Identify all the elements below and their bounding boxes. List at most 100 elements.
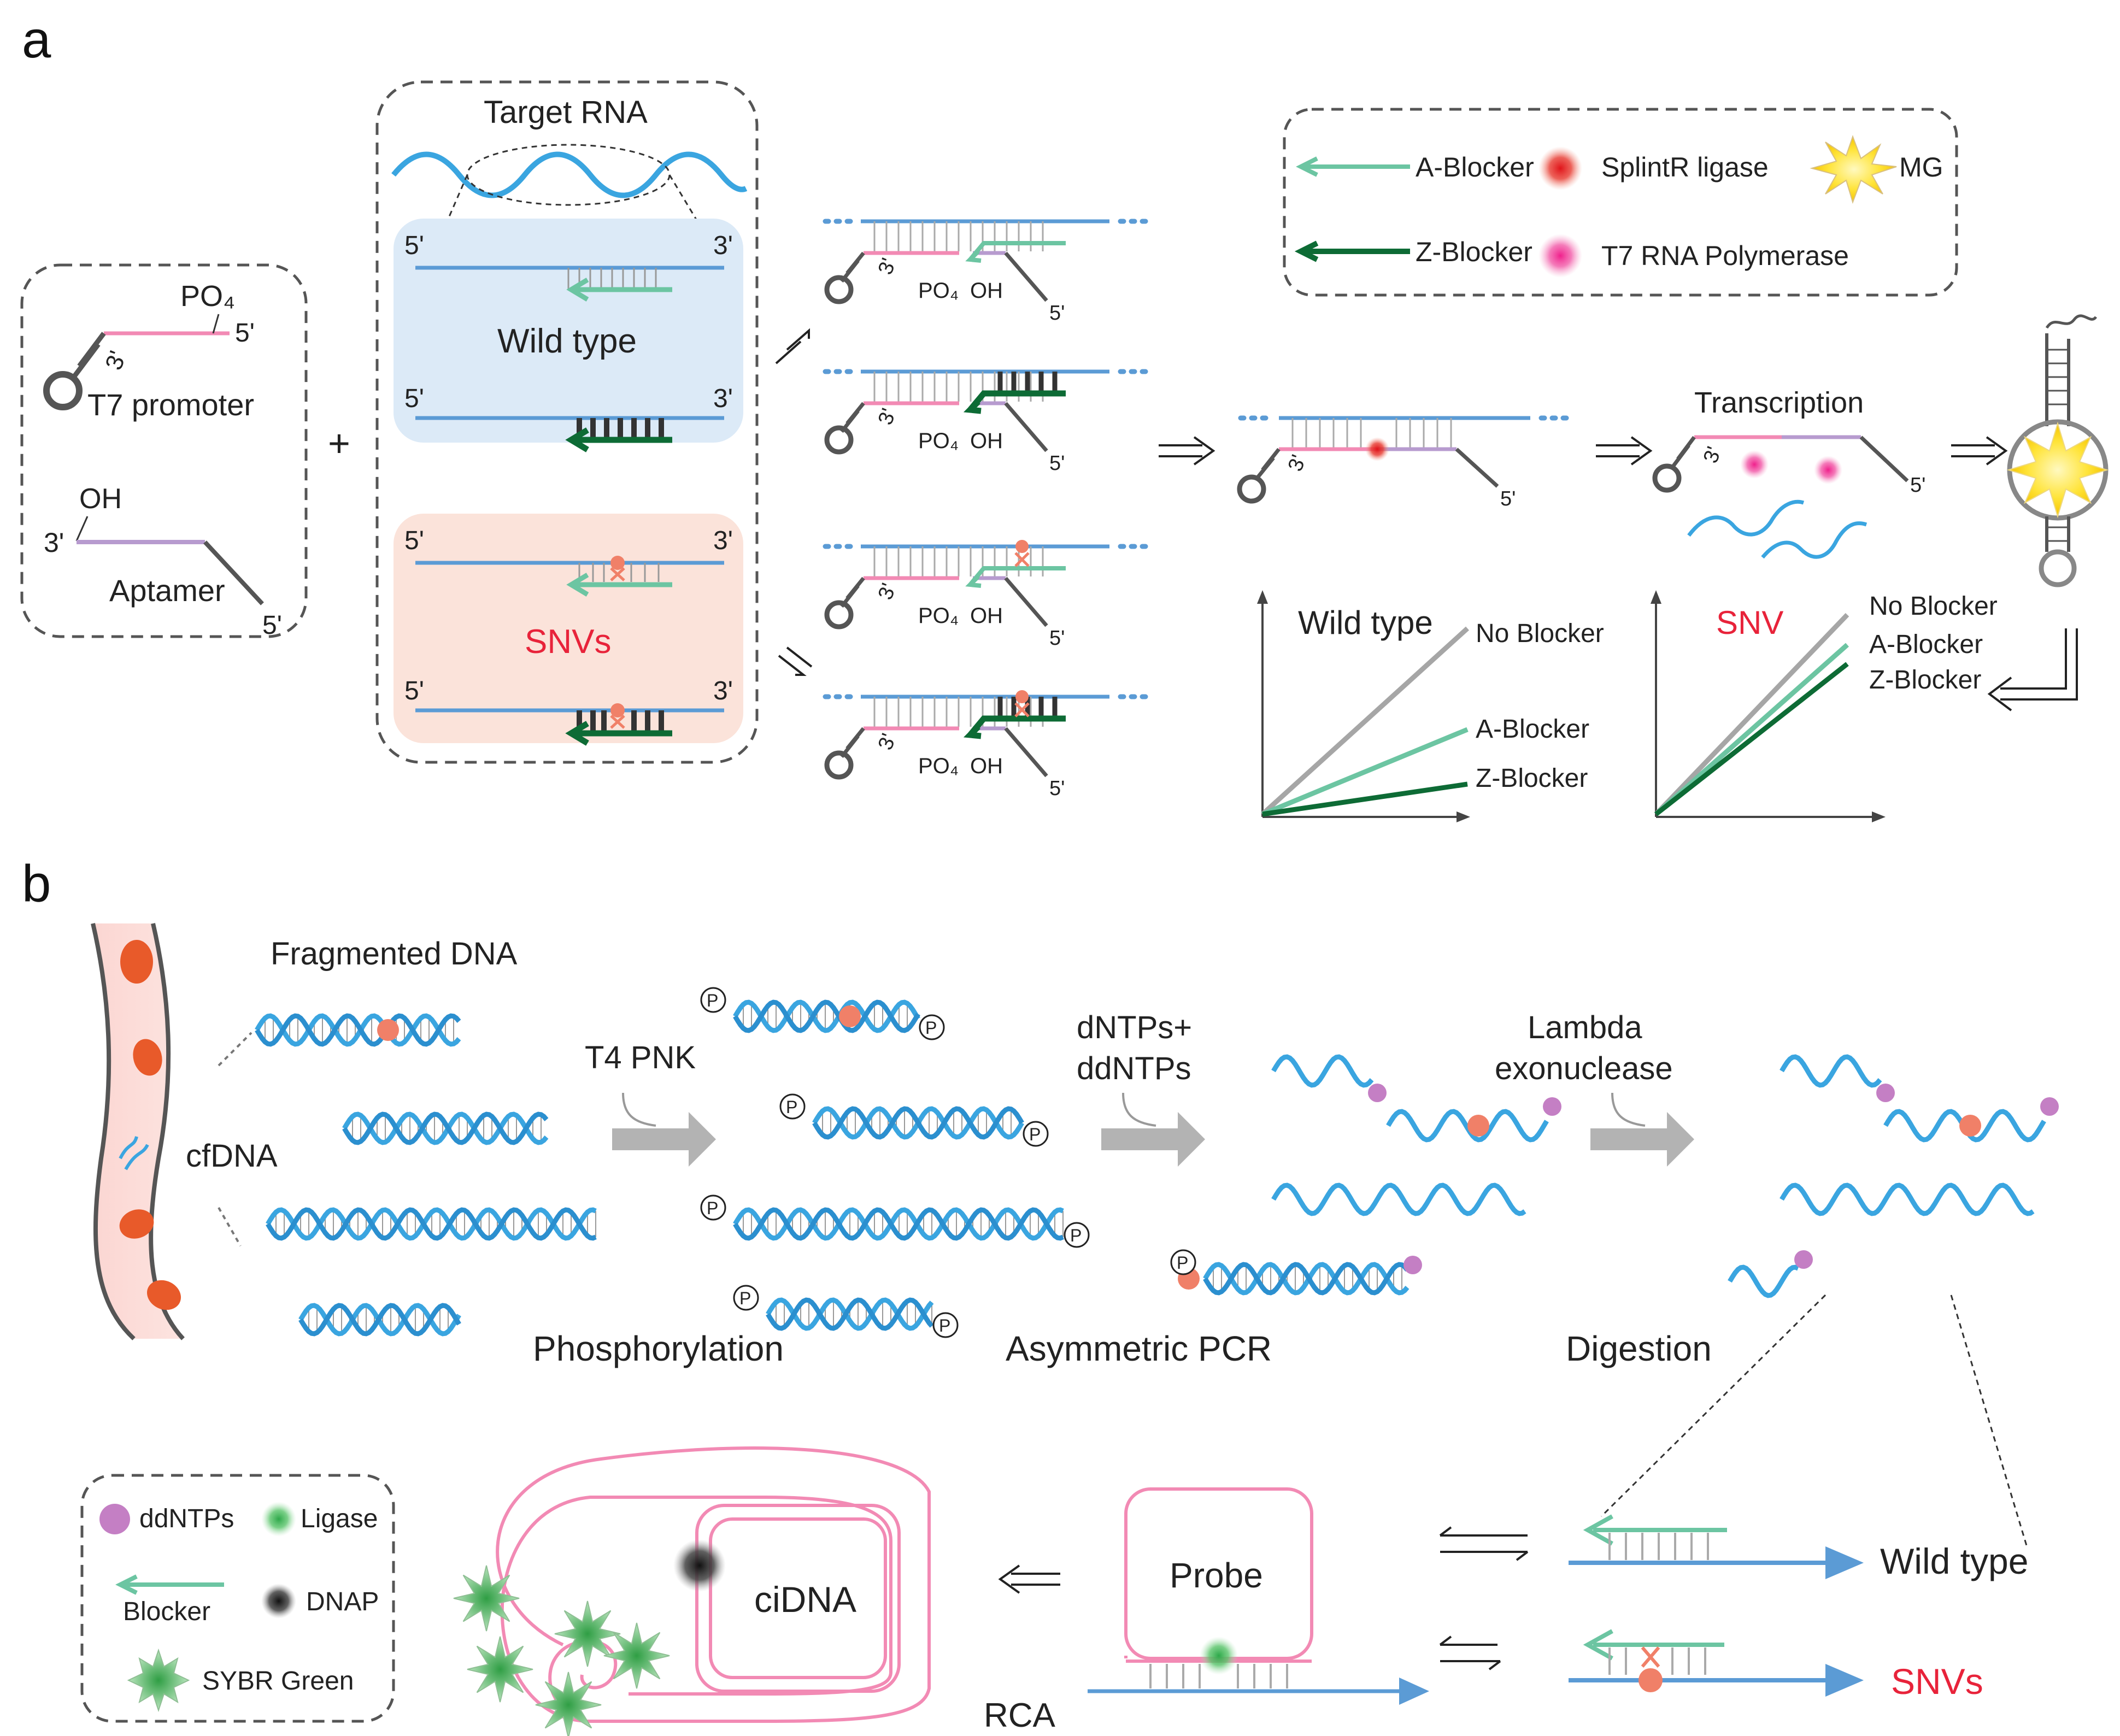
- aptamer-label: Aptamer: [109, 573, 225, 608]
- graph-snv-series-0: No Blocker: [1869, 592, 1998, 621]
- oh-label: OH: [79, 483, 122, 515]
- ddntp-dot: [1403, 1256, 1422, 1274]
- ligation-arrow: [1159, 436, 1215, 466]
- phosphate-icon: [1170, 1249, 1196, 1275]
- three-label: 3': [874, 580, 901, 603]
- a-blocker-legend-icon: [1296, 156, 1410, 177]
- t4-pnk-label: T4 PNK: [585, 1040, 696, 1075]
- fluorescence-arrow: [1951, 436, 2008, 466]
- digestion-label: Digestion: [1566, 1329, 1712, 1368]
- dna-helix: [1386, 1097, 1561, 1143]
- rna-transcript-1: [1687, 499, 1805, 537]
- wt-three-1: 3': [713, 231, 733, 260]
- hairpin-loop: [824, 600, 854, 629]
- graph-line-0: [1260, 626, 1470, 816]
- dnap-legend: DNAP: [306, 1587, 379, 1616]
- phosphate-label: P: [1177, 1253, 1188, 1273]
- sybr-green-star: [453, 1565, 520, 1632]
- mg-legend: MG: [1899, 152, 1943, 183]
- legend-b: ddNTPs Ligase Blocker DNAP SYBR Green: [80, 1474, 395, 1723]
- po4-label: PO₄: [918, 604, 959, 628]
- dnap-polymerase-icon: [673, 1539, 726, 1592]
- strand: [1780, 1054, 1882, 1088]
- target-rna-box: Target RNA 5' 3' Wild type 5' 3' 5' 3' S…: [375, 80, 759, 764]
- tx-five: 5': [1910, 474, 1925, 497]
- blocker-arrow: [963, 390, 1066, 414]
- three-label: 3': [874, 255, 901, 278]
- aptamer-tail: [1004, 402, 1048, 452]
- snv-dot: [1015, 690, 1029, 703]
- strand: [342, 1111, 549, 1145]
- blocker-arrow: [963, 715, 1066, 739]
- dna-helix: PP: [700, 987, 945, 1040]
- strand: [1728, 1264, 1799, 1298]
- strand: [1386, 1109, 1549, 1143]
- po4-label: PO₄: [918, 429, 959, 453]
- probe: Probe: [1088, 1487, 1429, 1705]
- ligated-three: 3': [1284, 452, 1311, 474]
- strand: [1271, 1182, 1526, 1216]
- graph-snv-title: SNV: [1716, 604, 1783, 641]
- rca-product: ciDNA: [453, 1446, 931, 1736]
- phosphate-icon: [700, 987, 726, 1013]
- dna-helix: [1271, 1182, 1526, 1216]
- sybr-legend: SYBR Green: [202, 1667, 354, 1696]
- dna-helix: [1780, 1054, 1895, 1102]
- strand: [733, 1207, 1064, 1241]
- t7pol-legend: T7 RNA Polymerase: [1601, 240, 1849, 271]
- mismatch-x-icon: [610, 567, 625, 581]
- transcription-label: Transcription: [1694, 386, 1864, 419]
- strand: [733, 999, 920, 1033]
- rca-arrow: [998, 1564, 1060, 1594]
- blocker-legend: Blocker: [123, 1597, 210, 1626]
- snv-dot: [839, 1005, 861, 1027]
- rca-label: RCA: [984, 1697, 1056, 1734]
- ligated-five: 5': [1500, 487, 1516, 510]
- strand: [733, 1207, 1064, 1241]
- t7-polymerase-icon: [1538, 234, 1582, 278]
- snv-dot: [1467, 1115, 1489, 1137]
- ddntp-dot: [2040, 1097, 2059, 1116]
- five-prime-label: 5': [235, 319, 255, 348]
- wt-five-1: 5': [404, 231, 424, 260]
- aptamer-tail: [1004, 576, 1048, 627]
- sybr-green-icon: [127, 1648, 190, 1713]
- dna-helix: PP: [700, 1194, 1090, 1248]
- hairpin-loop: [824, 425, 854, 455]
- graph-snv-series-1: A-Blocker: [1869, 630, 1983, 659]
- aptamer-tail: [1004, 251, 1048, 302]
- graph-wt-series-2: Z-Blocker: [1476, 764, 1588, 793]
- strand: [1203, 1262, 1410, 1296]
- sybr-green-star: [535, 1672, 602, 1736]
- graph-line-2: [1654, 662, 1849, 816]
- three-label: 3': [874, 405, 901, 428]
- dntps-label-2: ddNTPs: [1077, 1051, 1191, 1086]
- po4-label: PO₄: [918, 754, 959, 778]
- five-label: 5': [1049, 777, 1065, 800]
- graph-wt-series-0: No Blocker: [1476, 619, 1604, 648]
- snv-dot: [610, 556, 625, 570]
- transcription-arrow: [1596, 436, 1653, 466]
- phosphate-icon: [1064, 1222, 1090, 1248]
- dntps-label-1: dNTPs+: [1077, 1010, 1192, 1045]
- dna-helix: [298, 1303, 461, 1337]
- hairpin-loop: [824, 275, 854, 304]
- z-blocker-legend-icon: [1294, 240, 1410, 262]
- return-arrow: [1987, 628, 2078, 711]
- three-prime-label: 3': [100, 348, 131, 374]
- mg-star-icon: [1810, 135, 1897, 204]
- lambda-label-1: Lambda: [1528, 1010, 1642, 1045]
- mismatch-x-icon: [1014, 552, 1030, 567]
- aptamer-three-label: 3': [44, 527, 64, 558]
- plus-sign: +: [328, 422, 350, 464]
- ddntps-icon: [99, 1504, 130, 1534]
- panel-label-a: a: [22, 10, 51, 69]
- phosphate-label: P: [707, 1198, 718, 1218]
- dna-helix: [1780, 1182, 2035, 1216]
- graph-line-1: [1654, 643, 1849, 816]
- phosphate-icon: [919, 1014, 945, 1040]
